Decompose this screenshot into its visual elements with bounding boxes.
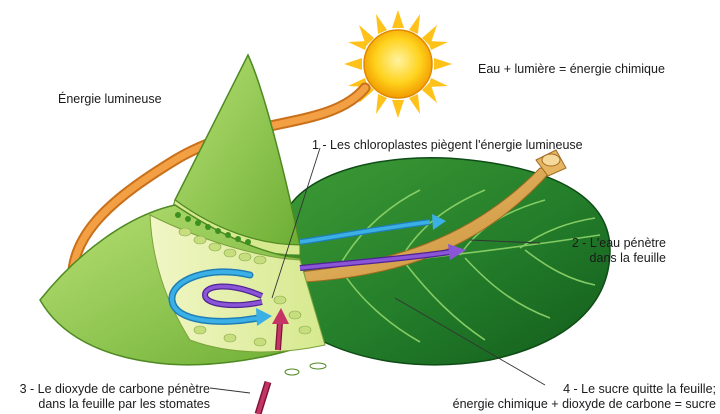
step4-line2: énergie chimique + dioxyde de carbone = … xyxy=(452,397,716,411)
sun-icon xyxy=(344,10,452,118)
step3-label: 3 - Le dioxyde de carbone pénètre dans l… xyxy=(0,382,210,412)
step2-label: 2 - L'eau pénètre dans la feuille xyxy=(540,236,666,266)
light-energy-label: Énergie lumineuse xyxy=(58,92,162,106)
step2-line1: 2 - L'eau pénètre xyxy=(571,236,666,250)
step1-label: 1 - Les chloroplastes piègent l'énergie … xyxy=(312,138,583,152)
step4-label: 4 - Le sucre quitte la feuille; énergie … xyxy=(420,382,716,412)
equation-label: Eau + lumière = énergie chimique xyxy=(478,62,665,76)
step2-line2: dans la feuille xyxy=(589,251,666,265)
step3-line2: dans la feuille par les stomates xyxy=(38,397,210,411)
step4-line1: 4 - Le sucre quitte la feuille; xyxy=(563,382,716,396)
step3-line1: 3 - Le dioxyde de carbone pénètre xyxy=(19,382,210,396)
